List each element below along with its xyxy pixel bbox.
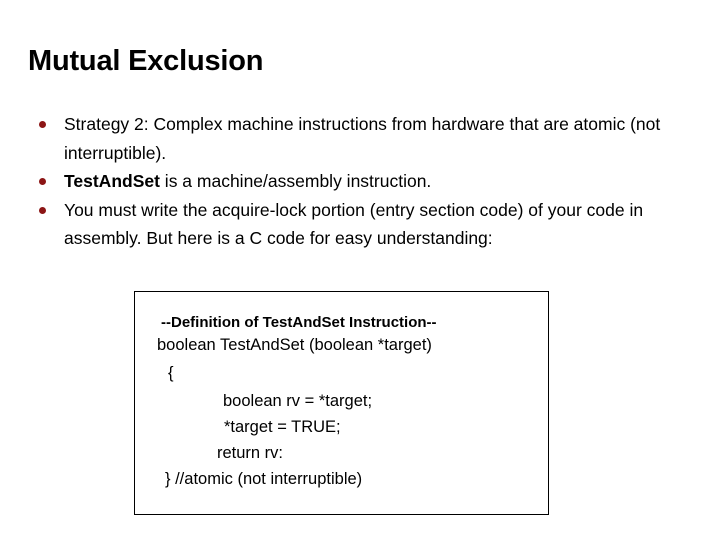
list-item-text-prefix: Strategy 2: Complex machine instructions… [64, 114, 661, 163]
code-definition-box: --Definition of TestAndSet Instruction--… [134, 291, 549, 515]
list-item: TestAndSet is a machine/assembly instruc… [28, 167, 692, 196]
list-item-text: TestAndSet is a machine/assembly instruc… [64, 167, 692, 196]
code-line-declare-rv: boolean rv = *target; [223, 392, 373, 410]
code-line-assign-target: *target = TRUE; [224, 418, 341, 436]
page-title: Mutual Exclusion [28, 45, 264, 77]
bullet-list: Strategy 2: Complex machine instructions… [28, 110, 692, 253]
code-line-open-brace: { [168, 364, 174, 382]
list-item: You must write the acquire-lock portion … [28, 196, 692, 253]
bullet-point-icon [38, 196, 48, 225]
list-item-text-prefix: You must write the acquire-lock portion … [64, 199, 644, 249]
code-line-signature: boolean TestAndSet (boolean *target) [157, 336, 432, 354]
bullet-point-icon [38, 110, 48, 139]
list-item-text-suffix: is a machine/assembly instruction. [159, 171, 432, 191]
code-line-header: --Definition of TestAndSet Instruction-- [161, 314, 437, 331]
code-line-return: return rv: [217, 444, 284, 462]
list-item-text: Strategy 2: Complex machine instructions… [64, 110, 692, 167]
list-item-text-bold: TestAndSet [64, 171, 160, 191]
list-item: Strategy 2: Complex machine instructions… [28, 110, 692, 167]
code-line-close-brace: } //atomic (not interruptible) [165, 470, 363, 488]
list-item-text: You must write the acquire-lock portion … [64, 196, 692, 253]
bullet-point-icon [38, 167, 48, 196]
